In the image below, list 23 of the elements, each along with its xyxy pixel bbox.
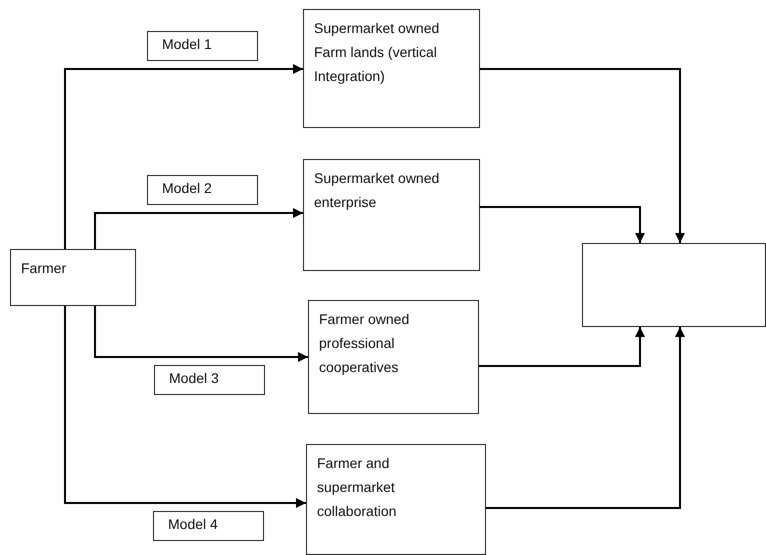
empty-box bbox=[582, 243, 766, 327]
arrow bbox=[480, 206, 645, 243]
arrow bbox=[94, 306, 308, 362]
process-box bbox=[303, 159, 480, 271]
edge-label: Model 2 bbox=[147, 175, 258, 205]
arrow bbox=[486, 327, 685, 509]
node-text: Supermarket owned Farm lands (vertical Integration) bbox=[314, 20, 440, 84]
process-box bbox=[10, 249, 136, 306]
arrow bbox=[479, 327, 645, 367]
process-box bbox=[308, 300, 479, 414]
edge-label: Model 4 bbox=[153, 511, 264, 541]
node-text: Farmer owned professional cooperatives bbox=[319, 311, 410, 375]
arrow bbox=[94, 208, 303, 249]
process-box bbox=[303, 9, 480, 128]
node-text: Farmer bbox=[21, 260, 66, 276]
arrow bbox=[64, 64, 303, 249]
node-text: Farmer and supermarket collaboration bbox=[317, 455, 396, 519]
arrow bbox=[64, 306, 306, 508]
edge-label: Model 1 bbox=[147, 31, 258, 61]
arrow bbox=[480, 68, 685, 243]
node-text: Supermarket owned enterprise bbox=[314, 170, 440, 210]
edge-label: Model 3 bbox=[154, 365, 265, 395]
process-box bbox=[306, 444, 486, 555]
